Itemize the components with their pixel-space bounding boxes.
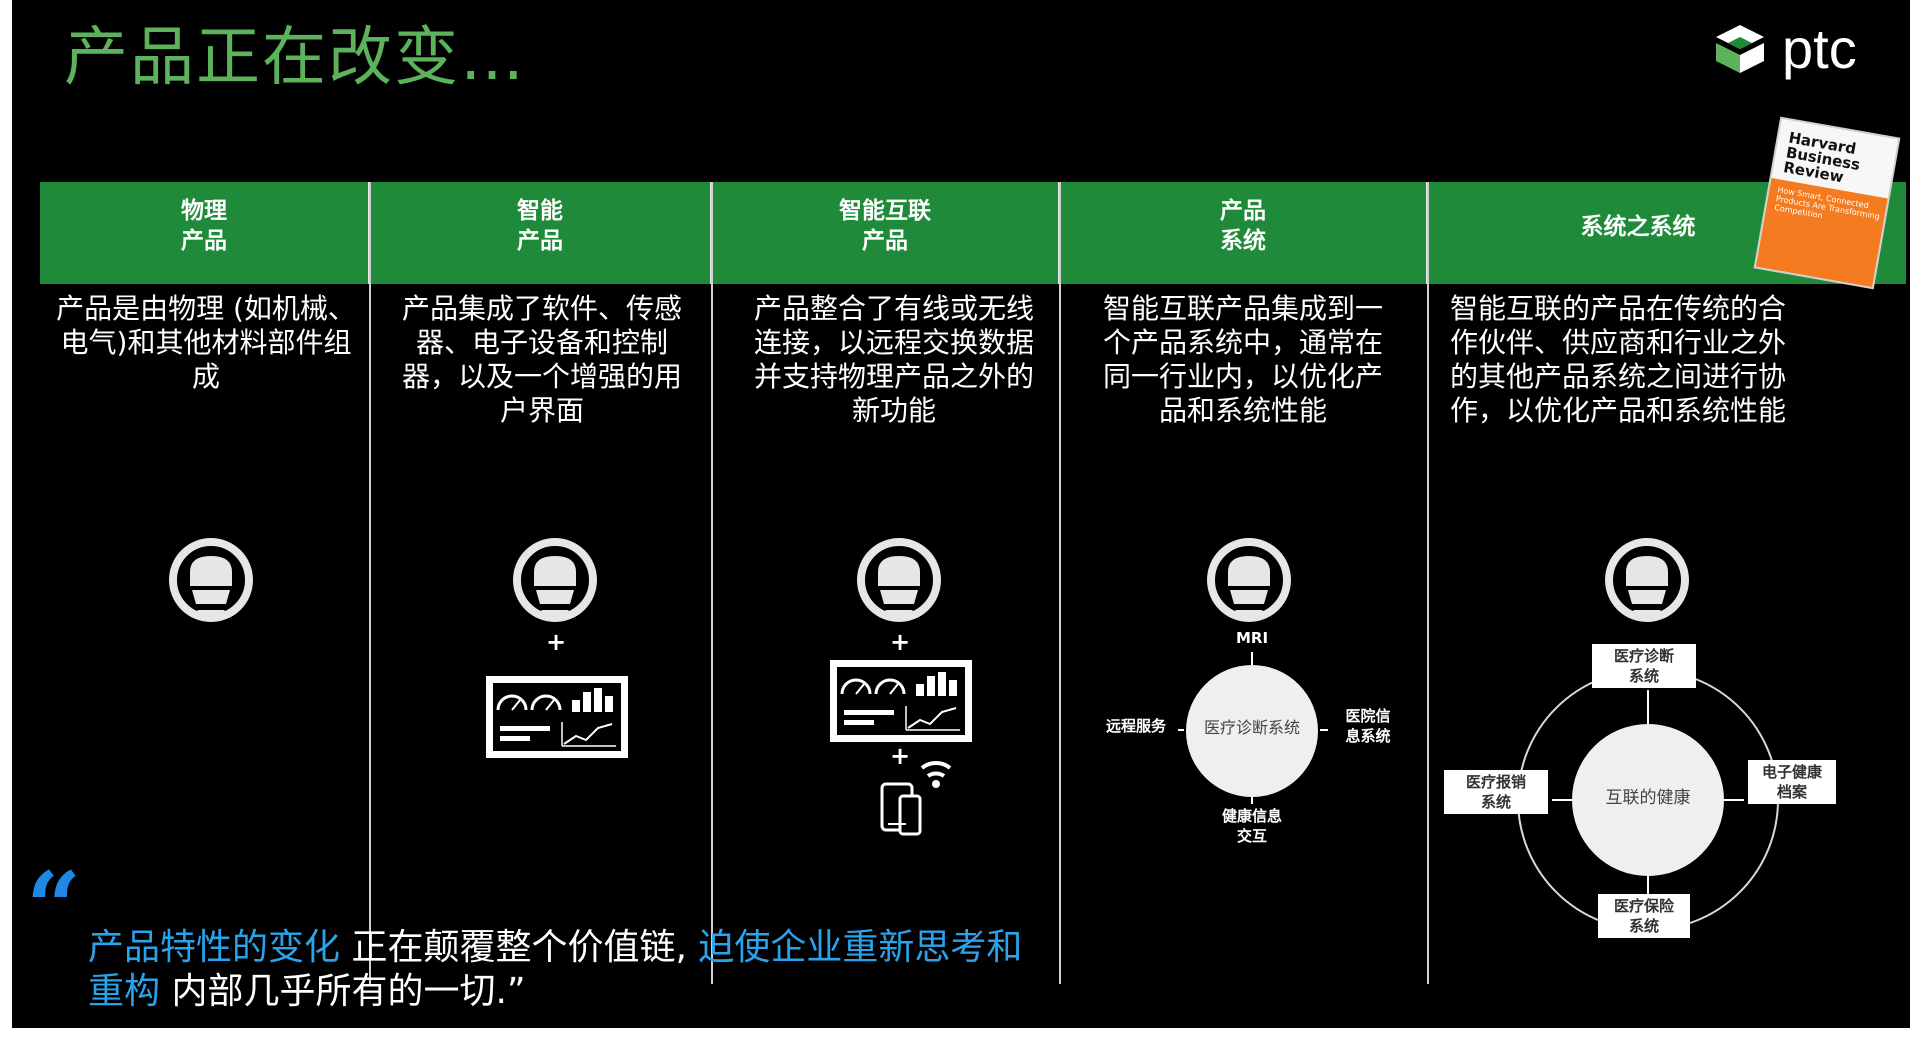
wireless-devices-icon [880,760,952,836]
slide-title: 产品正在改变… [64,21,526,95]
plus-sign: + [546,628,567,656]
column-divider [711,182,713,984]
quote-text: 产品特性的变化 正在颠覆整个价值链, 迫使企业重新思考和重构 内部几乎所有的一切… [88,926,1048,1014]
column-title-smart: 智能 产品 [517,198,563,254]
dashboard-icon [486,676,628,758]
ehr-box: 电子健康 档案 [1748,760,1836,804]
hbr-title: Harvard Business Review [1782,128,1862,187]
column-desc-system-of-systems: 智能互联的产品在传统的合作伙伴、供应商和行业之外的其他产品系统之间进行协作，以优… [1450,292,1787,427]
column-divider [369,182,371,984]
hospital-info-system-label: 医院信 息系统 [1345,707,1391,745]
ptc-logo-text: ptc [1782,17,1857,80]
header-arrow-tip [1880,220,1894,244]
column-title-connected: 智能互联 产品 [839,198,931,254]
column-divider [1427,182,1429,984]
medical-diagnosis-system-label: 医疗诊断系统 [1203,718,1300,737]
ptc-logo-icon [1716,25,1764,73]
mri-scanner-icon [1605,538,1689,622]
column-desc-smart: 产品集成了软件、传感器、电子设备和控制器，以及一个增强的用户界面 [401,292,682,427]
mri-label: MRI [1235,629,1269,647]
product-system-diagram [1178,652,1328,804]
mri-scanner-icon [1207,538,1291,622]
quote-normal-1: 正在颠覆整个价值链, [340,927,699,968]
column-title-product-system: 产品 系统 [1220,198,1266,254]
quote-normal-2: 内部几乎所有的一切.” [160,971,526,1012]
dashboard-icon [830,660,972,742]
mri-scanner-icon [169,538,253,622]
connected-health-label: 互联的健康 [1605,788,1691,808]
plus-sign: + [890,628,911,656]
plus-sign: + [890,742,911,770]
medical-reimbursement-box: 医疗报销 系统 [1444,770,1548,814]
quote-highlight-1: 产品特性的变化 [88,927,341,968]
mri-scanner-icon [857,538,941,622]
quote-mark-icon: “ [26,851,82,964]
medical-diagnosis-box: 医疗诊断 系统 [1592,644,1696,688]
medical-insurance-box: 医疗保险 系统 [1598,894,1690,938]
column-title-physical: 物理 产品 [181,198,227,254]
quote-highlight-2: 迫使企业重新思考和重构 [88,927,1023,1012]
slide: 产品正在改变… ptc Harvard Business Review How … [12,0,1910,1028]
column-title-system-of-systems: 系统之系统 [1580,214,1696,240]
column-desc-connected: 产品整合了有线或无线连接，以远程交换数据并支持物理产品之外的新功能 [753,292,1034,427]
column-desc-product-system: 智能互联产品集成到一个产品系统中，通常在同一行业内，以优化产品和系统性能 [1102,292,1383,427]
health-info-exchange-label: 健康信息 交互 [1221,807,1282,845]
column-divider [1059,182,1061,984]
header-bar [40,182,1906,284]
column-desc-physical: 产品是由物理 (如机械、电气)和其他材料部件组成 [56,292,356,393]
mri-scanner-icon [513,538,597,622]
remote-service-label: 远程服务 [1105,717,1166,735]
ptc-logo: ptc [1712,18,1882,80]
